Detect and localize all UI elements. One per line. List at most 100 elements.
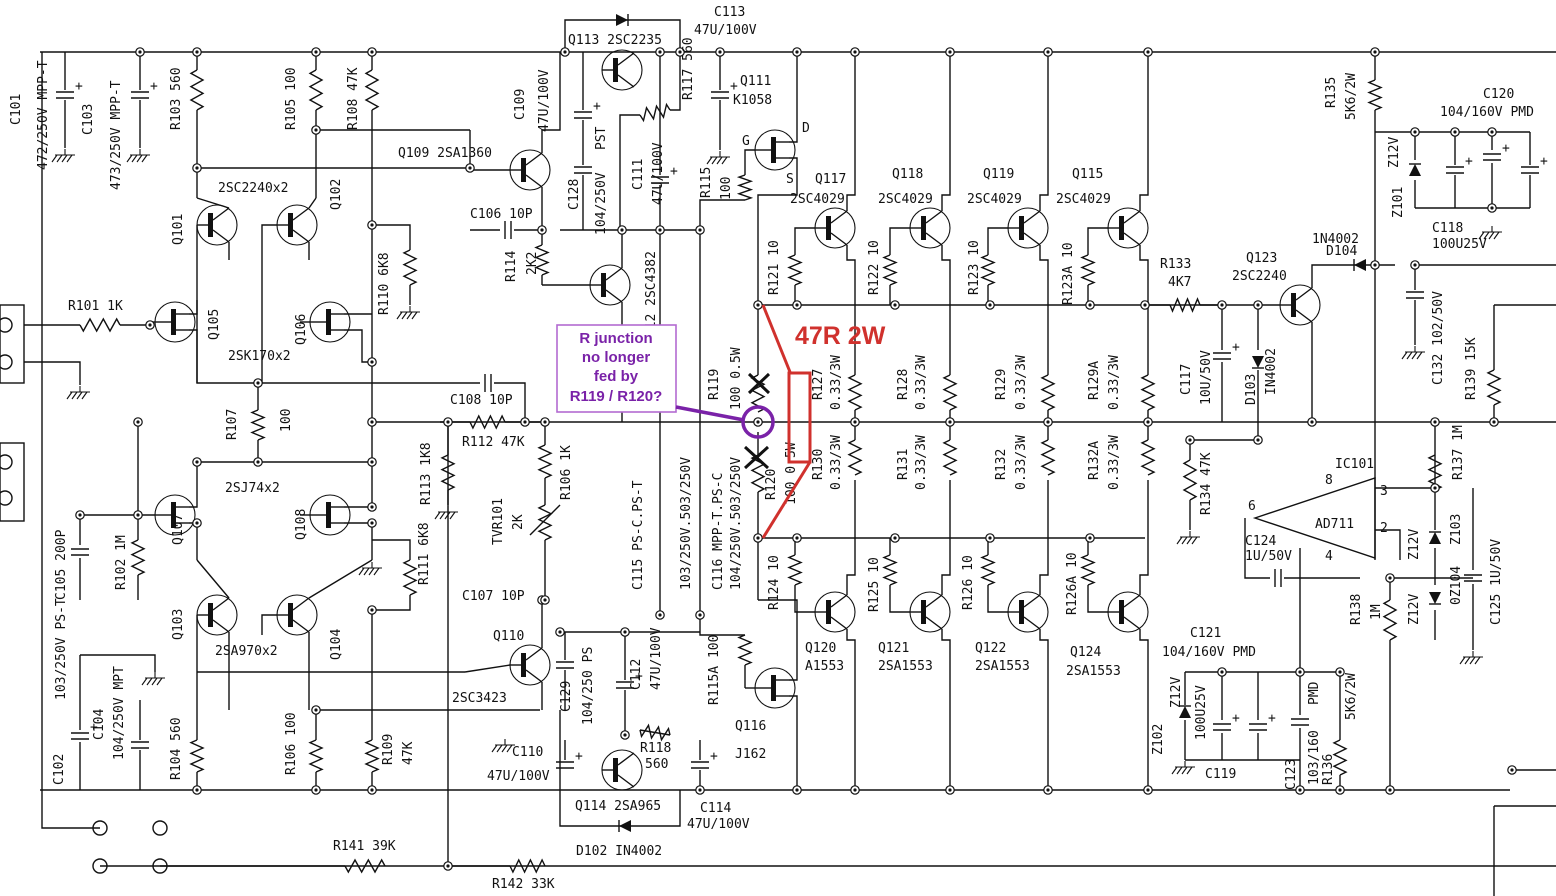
transistor-base	[208, 213, 213, 237]
label-c119v: 100U25V	[1194, 685, 1209, 740]
junction-node	[133, 510, 143, 520]
junction-dot	[314, 708, 318, 712]
junction-dot	[1088, 303, 1092, 307]
transistor-base	[921, 600, 926, 624]
label-c116v: 104/250V.503/250V	[729, 457, 744, 590]
label-c128v: 104/250V	[594, 172, 609, 235]
resistor-r113	[440, 454, 456, 491]
wire	[372, 539, 411, 560]
transistor-base	[521, 653, 526, 677]
fet-channel	[326, 502, 331, 528]
label-q113: Q113 2SC2235	[568, 33, 662, 48]
ground-hatch	[131, 154, 138, 163]
label-r122: R122 10	[867, 240, 882, 295]
junction-dot	[623, 733, 627, 737]
transistor-pnp-3	[1107, 591, 1149, 633]
label-c109v: 47U/100V	[537, 69, 552, 132]
output-terminal	[92, 858, 108, 874]
ground-hatch	[1181, 536, 1188, 545]
resistor-r142	[509, 858, 546, 874]
label-q107: Q107	[171, 514, 186, 545]
transistor-base	[921, 216, 926, 240]
capacitor-c103: +	[131, 79, 158, 99]
resistor-base-top-1	[882, 254, 898, 286]
ground-hatch	[411, 311, 418, 320]
junction-node	[1253, 300, 1263, 310]
junction-dot	[658, 613, 662, 617]
wire	[344, 422, 373, 508]
ground-hatch	[1464, 656, 1471, 665]
ground-hatch	[56, 154, 63, 163]
transistor-npn-0	[814, 207, 856, 249]
resistor-r102	[130, 539, 146, 576]
label-r138v: 1M	[1369, 604, 1384, 620]
junction-node	[985, 533, 995, 543]
transistor-base	[601, 273, 606, 297]
junction-node	[850, 417, 860, 427]
label-r132: R132	[994, 449, 1009, 480]
resistor-r139	[1486, 369, 1502, 406]
resistor-emitter-top-1	[942, 374, 958, 411]
wire	[699, 199, 745, 230]
circuit-components: +++++++++++++++	[0, 14, 1548, 874]
label-c119: C119	[1205, 767, 1236, 782]
label-r130v: 0.33/3W	[829, 435, 844, 490]
label-r134: R134 47K	[1199, 452, 1214, 515]
wire	[308, 559, 373, 599]
transistor-base	[1019, 216, 1024, 240]
ground-hatch	[368, 567, 375, 576]
junction-dot	[1146, 420, 1150, 424]
label-r106: R106 100	[284, 712, 299, 775]
transistor-collector	[1123, 210, 1141, 224]
label-r101: R101 1K	[68, 299, 123, 314]
polarity-plus: +	[150, 79, 158, 94]
junction-node	[1085, 533, 1095, 543]
label-r135: R135	[1324, 77, 1339, 108]
junction-node	[753, 533, 763, 543]
label-z101v: Z12V	[1387, 137, 1402, 168]
junction-node	[311, 47, 321, 57]
label-q114: Q114 2SA965	[575, 799, 661, 814]
transistor-emitter	[1295, 309, 1313, 323]
ground-hatch	[401, 311, 408, 320]
junction-node	[1489, 417, 1499, 427]
trimmer-tvr101	[537, 504, 553, 541]
junction-node	[695, 785, 705, 795]
label-r107v: 100	[279, 409, 294, 432]
ground-hatch	[1411, 351, 1418, 360]
label-c117v: 10U/50V	[1199, 350, 1214, 405]
polarity-plus: +	[593, 99, 601, 114]
junction-dot	[1220, 670, 1224, 674]
ground-hatch	[61, 154, 68, 163]
ground-hatch	[1459, 656, 1466, 665]
junction-dot	[370, 505, 374, 509]
capacitor-c115b: +	[711, 79, 738, 99]
ground-hatch	[1488, 231, 1495, 240]
junction-node	[1143, 417, 1153, 427]
capacitor-c119b: +	[1249, 711, 1276, 731]
ground-symbol	[1401, 346, 1425, 360]
junction-node	[367, 605, 377, 615]
junction-node	[192, 785, 202, 795]
resistor-r135	[1367, 79, 1383, 111]
transistor-collector	[830, 210, 848, 224]
junction-dot	[195, 50, 199, 54]
junction-dot	[1388, 788, 1392, 792]
junction-dot	[370, 223, 374, 227]
junction-dot	[893, 303, 897, 307]
label-q116t: J162	[735, 747, 766, 762]
wire	[1139, 629, 1149, 790]
label-q120t: A1553	[805, 659, 844, 674]
ground-hatch	[1401, 351, 1408, 360]
opamp-ic101	[1252, 477, 1376, 559]
junction-dot	[1433, 486, 1437, 490]
transistor-emitter	[617, 74, 635, 88]
label-pin4: 4	[1325, 549, 1333, 564]
label-r129v: 0.33/3W	[1014, 355, 1029, 410]
junction-node	[792, 785, 802, 795]
wire	[24, 361, 81, 385]
label-q108: Q108	[294, 509, 309, 540]
junction-node	[367, 785, 377, 795]
label-r129av: 0.33/3W	[1107, 355, 1122, 410]
capacitor-c110: +	[556, 749, 583, 769]
